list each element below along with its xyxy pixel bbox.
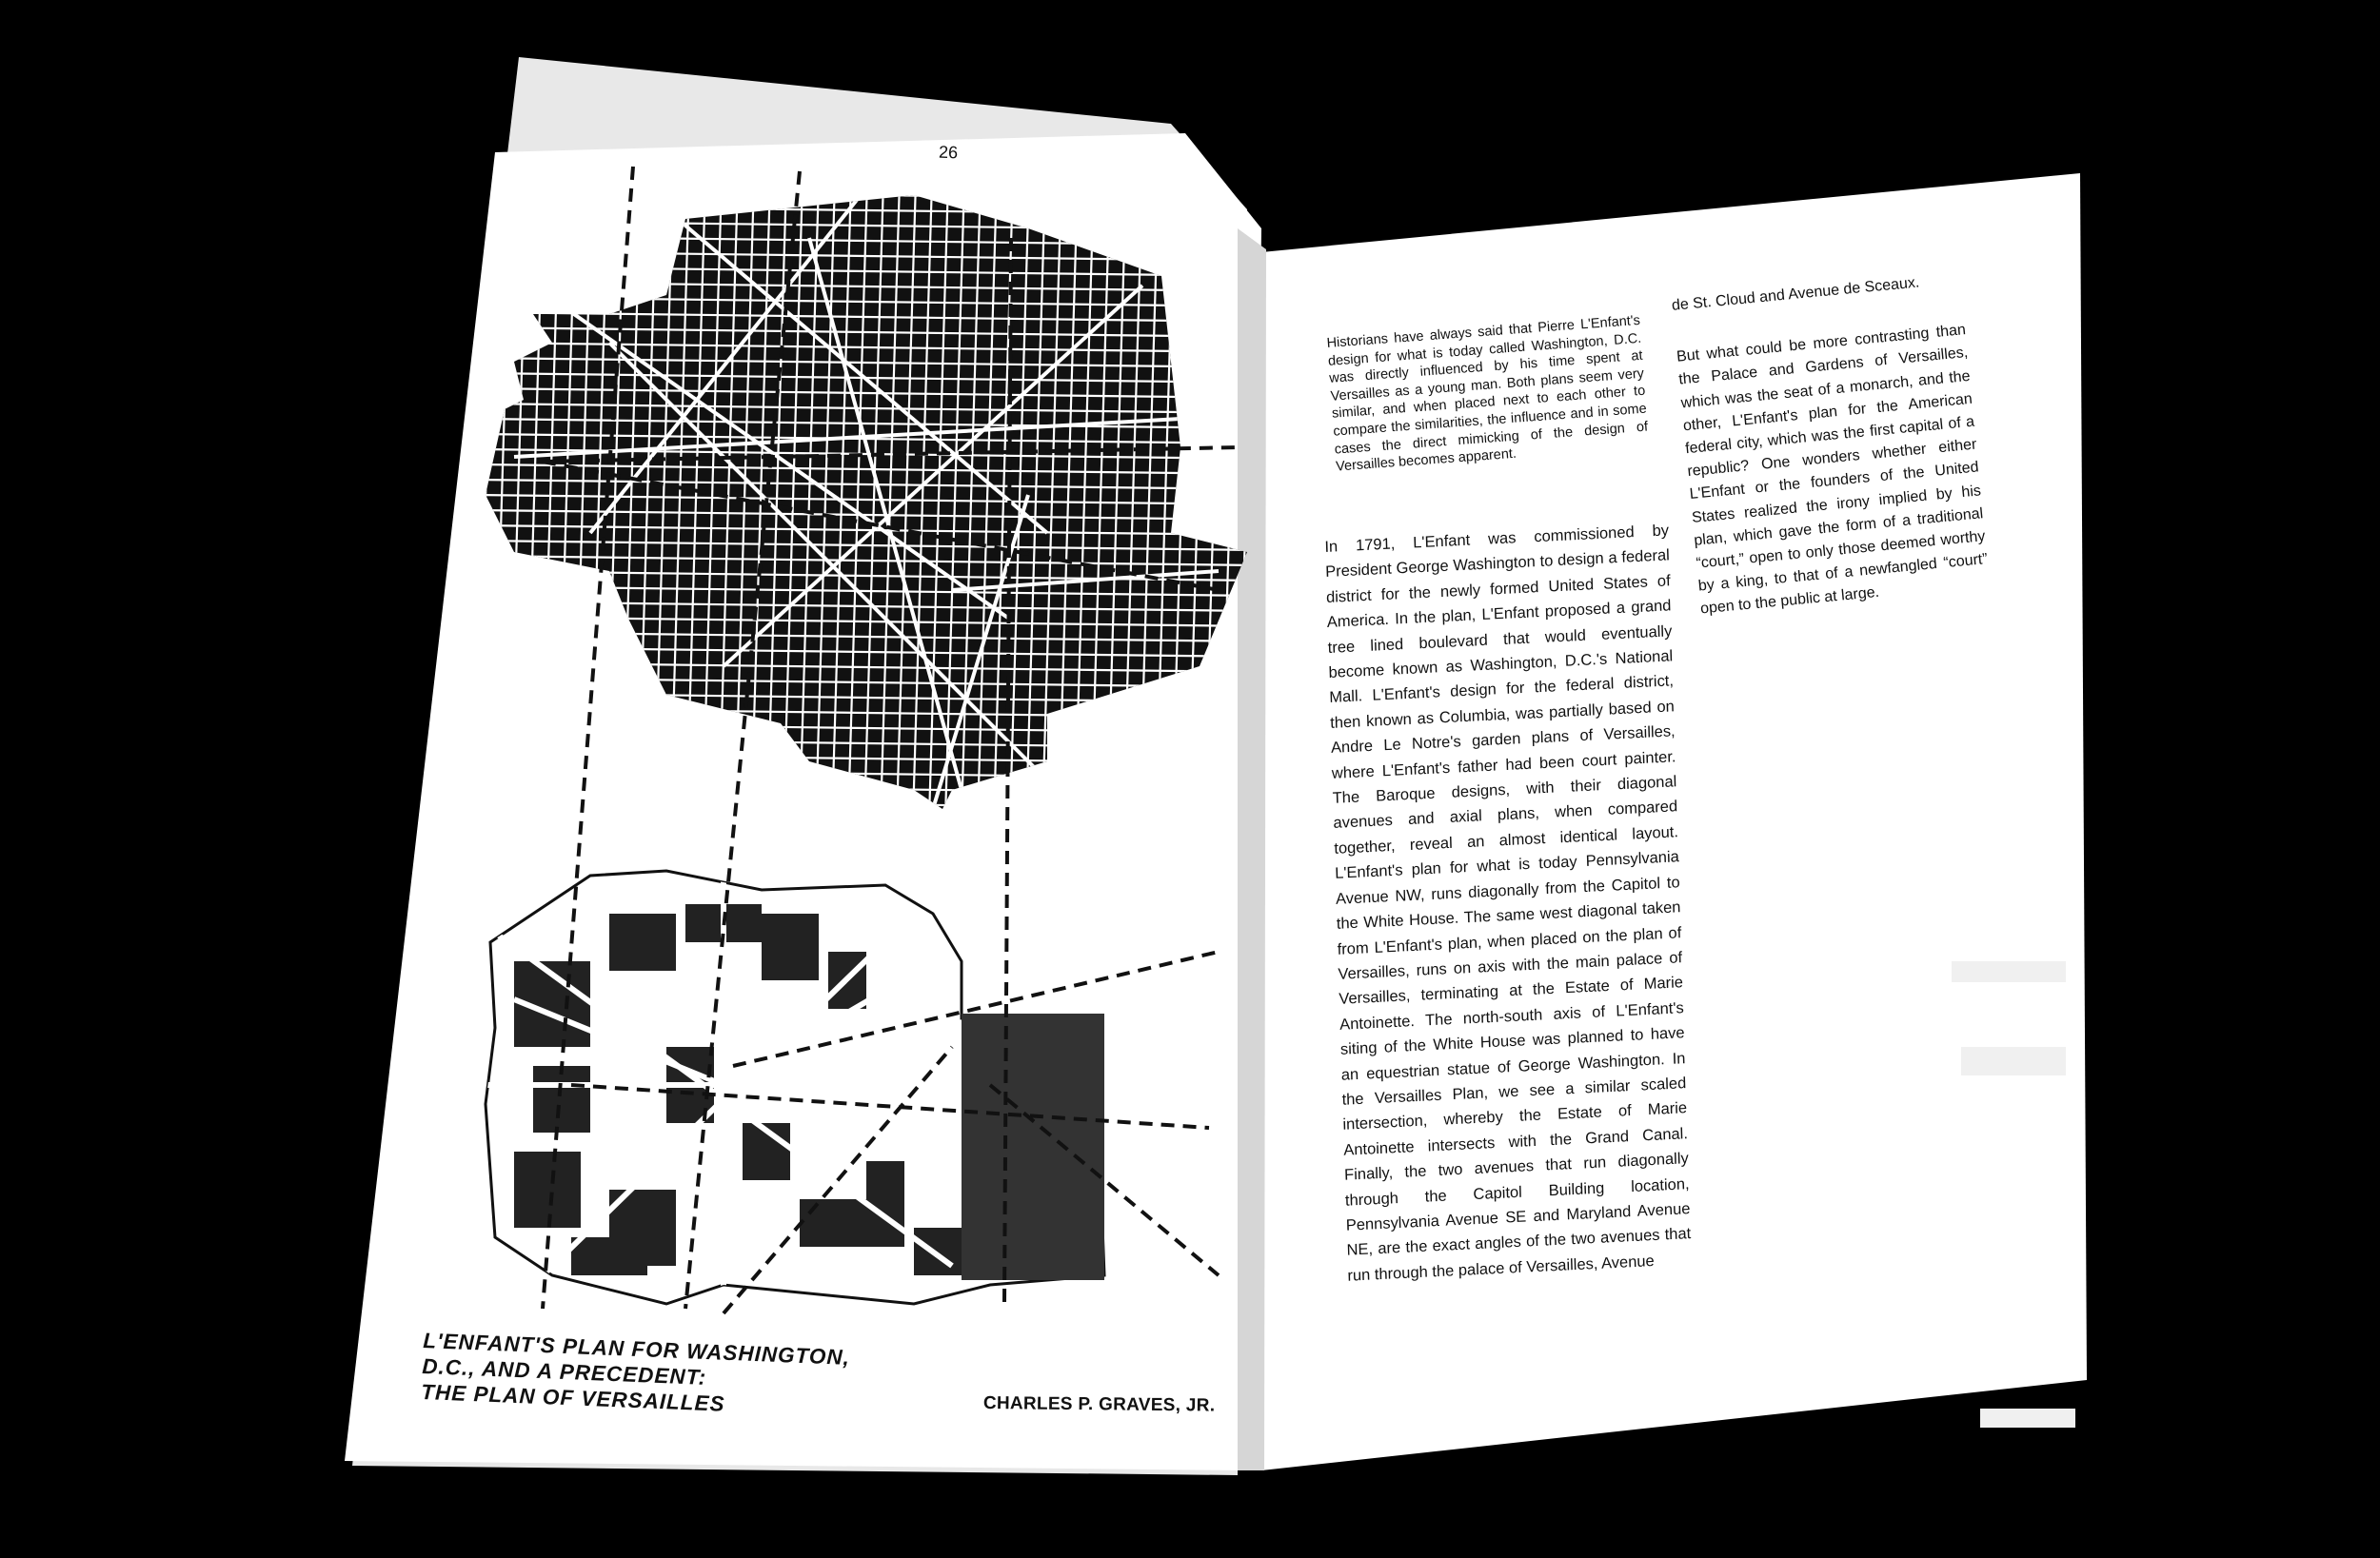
page-number: 26 [938,142,959,163]
gutter-shadow [1238,228,1266,1470]
left-page [345,133,1261,1470]
right-page [1261,173,2087,1470]
body-column-2: de St. Cloud and Avenue de Sceaux. But w… [1671,267,1993,650]
show-through-ghost [1952,961,2075,1428]
author-byline: CHARLES P. GRAVES, JR. [982,1393,1216,1416]
body-column-1-main: In 1791, L'Enfant was commissioned by Pr… [1324,518,1693,1317]
paragraph-1: Historians have always said that Pierre … [1326,312,1649,475]
paragraph-3: But what could be more contrasting than … [1676,322,1989,618]
paragraph-2: In 1791, L'Enfant was commissioned by Pr… [1324,522,1692,1285]
body-column-1-intro: Historians have always said that Pierre … [1326,312,1652,504]
